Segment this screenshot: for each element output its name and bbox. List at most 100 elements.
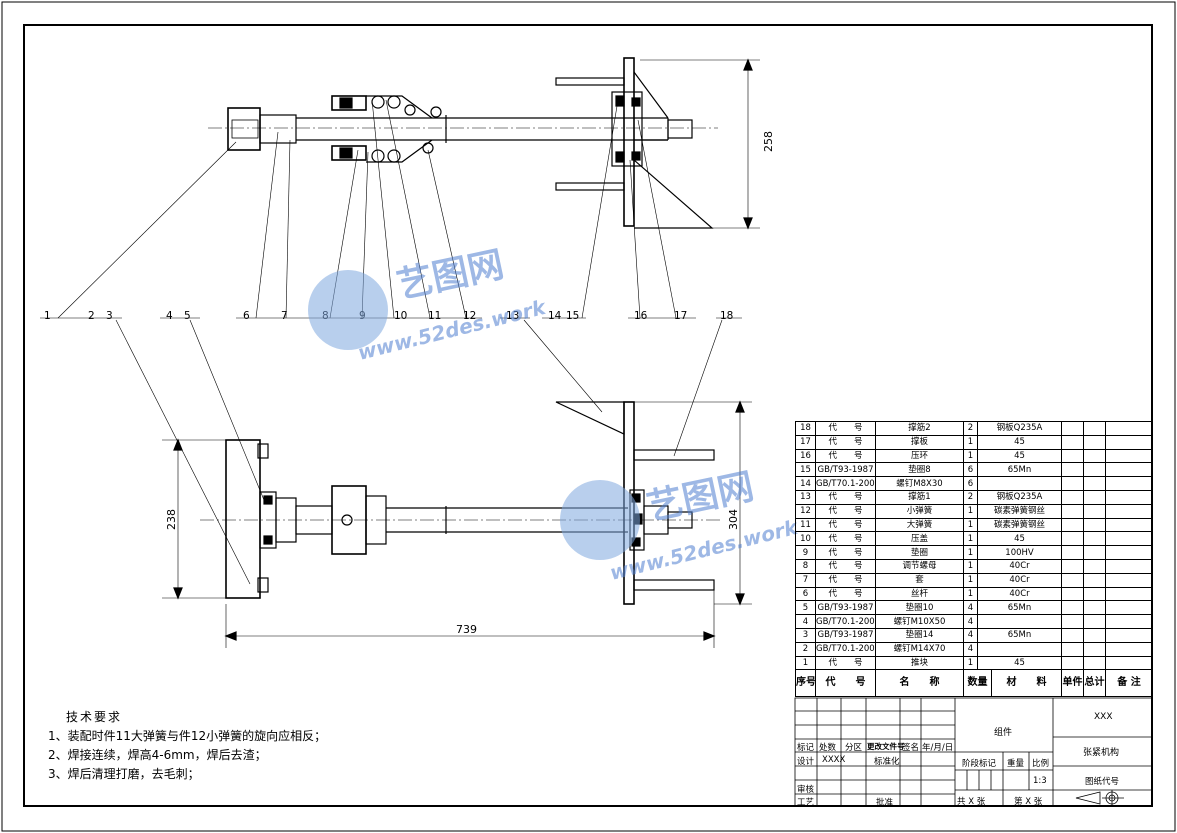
bom-cell-no: 17 <box>795 434 816 450</box>
bom-cell-name: 垫圈 <box>875 545 964 560</box>
top-view <box>208 57 760 230</box>
bom-cell-qty: 4 <box>963 641 978 657</box>
bom-cell-total <box>1083 586 1107 602</box>
bom-cell-unit <box>1061 476 1085 491</box>
bom-cell-no: 5 <box>795 600 816 616</box>
bom-cell-code: GB/T93-1987 <box>815 627 876 643</box>
bom-cell-name: 螺钉M10X50 <box>875 614 964 629</box>
tb-doc: 更改文件号 <box>867 742 905 751</box>
bom-cell-note <box>1105 545 1154 560</box>
bom-cell-name: 撑板 <box>875 434 964 450</box>
bom-header-no: 序号 <box>795 669 816 698</box>
bom-cell-no: 1 <box>795 655 816 671</box>
bom-cell-qty: 1 <box>963 655 978 671</box>
bom-cell-no: 15 <box>795 462 816 478</box>
bom-cell-material: 65Mn <box>976 627 1063 643</box>
bom-cell-note <box>1105 586 1154 602</box>
balloon-15: 15 <box>566 310 579 322</box>
bom-cell-material: 100HV <box>976 545 1063 560</box>
bom-cell-no: 9 <box>795 545 816 560</box>
bom-cell-name: 垫圈14 <box>875 627 964 643</box>
bom-header-note: 备 注 <box>1105 669 1154 698</box>
bom-cell-total <box>1083 434 1107 450</box>
bom-cell-total <box>1083 489 1107 505</box>
bom-cell-note <box>1105 558 1154 574</box>
bom-cell-no: 3 <box>795 627 816 643</box>
bom-cell-no: 10 <box>795 531 816 547</box>
balloon-5: 5 <box>184 310 191 322</box>
bom-cell-note <box>1105 627 1154 643</box>
bom-cell-note <box>1105 572 1154 588</box>
bom-cell-unit <box>1061 517 1085 533</box>
bom-cell-no: 7 <box>795 572 816 588</box>
bom-cell-no: 12 <box>795 503 816 519</box>
bom-cell-total <box>1083 462 1107 478</box>
balloon-labels: 1 2 3 4 5 6 7 8 9 10 11 12 13 14 15 16 1… <box>44 310 733 322</box>
tb-stage: 阶段标记 <box>962 759 997 769</box>
bom-cell-name: 推块 <box>875 655 964 671</box>
bom-cell-name: 压盖 <box>875 531 964 547</box>
bom-cell-note <box>1105 448 1154 464</box>
bom-cell-total <box>1083 448 1107 464</box>
bom-cell-code: GB/T70.1-2000 <box>815 641 876 657</box>
bom-cell-no: 14 <box>795 476 816 491</box>
tb-mark: 标记 <box>797 743 815 753</box>
watermark-2: 艺图网 www.52des.work <box>560 466 801 585</box>
bom-cell-note <box>1105 641 1154 657</box>
bom-cell-unit <box>1061 531 1085 547</box>
bom-cell-total <box>1083 503 1107 519</box>
bom-cell-note <box>1105 434 1154 450</box>
bom-cell-code: 代 号 <box>815 448 876 464</box>
tb-designer: XXXX <box>822 755 846 765</box>
bom-cell-material: 40Cr <box>976 558 1063 574</box>
balloon-2: 2 <box>88 310 95 322</box>
tb-drawing-no: 图纸代号 <box>1085 777 1120 787</box>
tb-date: 年/月/日 <box>922 743 954 753</box>
bom-cell-unit <box>1061 545 1085 560</box>
bom-cell-note <box>1105 600 1154 616</box>
tb-title: 张紧机构 <box>1083 748 1120 758</box>
bom-cell-name: 撑筋1 <box>875 489 964 505</box>
tb-process: 工艺 <box>797 798 815 808</box>
bom-cell-unit <box>1061 614 1085 629</box>
tech-item-1: 1、装配时件11大弹簧与件12小弹簧的旋向应相反； <box>48 729 327 743</box>
bom-cell-no: 4 <box>795 614 816 629</box>
bom-cell-unit <box>1061 503 1085 519</box>
tb-company: XXX <box>1094 712 1113 722</box>
bom-cell-total <box>1083 627 1107 643</box>
bom-cell-unit <box>1061 600 1085 616</box>
tb-sign: 签名 <box>902 743 920 753</box>
bom-cell-code: 代 号 <box>815 503 876 519</box>
front-view <box>115 319 752 648</box>
bom-cell-note <box>1105 517 1154 533</box>
tb-zone: 分区 <box>845 743 863 753</box>
balloon-16: 16 <box>634 310 648 322</box>
bom-cell-unit <box>1061 558 1085 574</box>
bom-cell-unit <box>1061 489 1085 505</box>
balloon-6: 6 <box>243 310 250 322</box>
bom-cell-qty: 1 <box>963 586 978 602</box>
balloon-4: 4 <box>166 310 173 322</box>
bom-cell-material <box>976 614 1063 629</box>
bom-cell-qty: 1 <box>963 572 978 588</box>
bom-cell-unit <box>1061 434 1085 450</box>
bom-cell-material <box>976 641 1063 657</box>
bom-cell-qty: 1 <box>963 434 978 450</box>
bom-cell-total <box>1083 531 1107 547</box>
bom-cell-code: 代 号 <box>815 586 876 602</box>
bom-cell-total <box>1083 641 1107 657</box>
tb-scale-label: 比例 <box>1032 759 1050 769</box>
bom-cell-no: 8 <box>795 558 816 574</box>
